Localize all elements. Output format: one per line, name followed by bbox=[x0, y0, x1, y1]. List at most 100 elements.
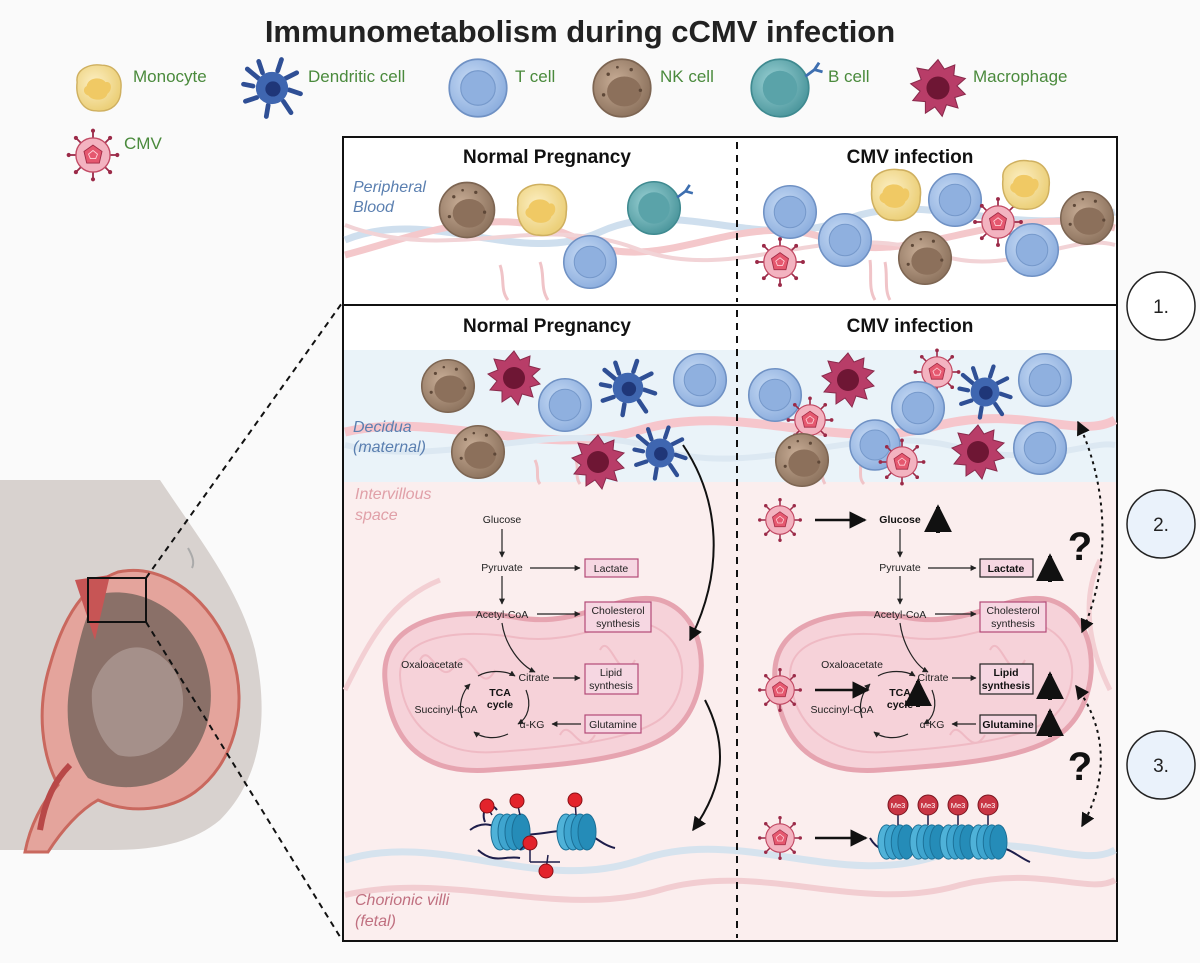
cmv-cholesterol-label-line1: Cholesterol bbox=[986, 605, 1039, 617]
cmv-acetyl-coa-label: Acetyl-CoA bbox=[874, 609, 927, 621]
legend-monocyte-icon bbox=[76, 64, 122, 112]
t-cell bbox=[762, 184, 818, 240]
cmv-tca-label-line2: cycle bbox=[887, 699, 913, 711]
cmv-virion bbox=[757, 667, 803, 713]
question-mark-2: ? bbox=[1068, 745, 1092, 789]
tca-label-line2: cycle bbox=[487, 699, 513, 711]
lipid-label-line2: synthesis bbox=[589, 680, 633, 692]
cmv-cholesterol-label-line2: synthesis bbox=[991, 618, 1035, 630]
lactate-box bbox=[584, 558, 639, 578]
lipid-synthesis-box bbox=[584, 663, 639, 695]
t-cell bbox=[747, 367, 803, 423]
legend-dendritic-cell-label: Dendritic cell bbox=[308, 67, 405, 86]
nk-cell bbox=[438, 181, 496, 239]
legend-b-cell-icon bbox=[749, 57, 824, 119]
step-2: 2. bbox=[1126, 489, 1196, 559]
monocyte bbox=[870, 168, 922, 222]
zoom-box bbox=[87, 577, 147, 623]
chromatin-normal bbox=[469, 792, 616, 879]
cmv-virion bbox=[877, 437, 927, 487]
legend-macrophage-icon bbox=[910, 59, 966, 117]
svg-text:Me3: Me3 bbox=[921, 801, 936, 810]
nk-cell bbox=[1059, 190, 1115, 246]
legend-cmv-label: CMV bbox=[124, 134, 162, 153]
histone-mark-me3: Me3 bbox=[917, 794, 939, 816]
legend-cmv-icon bbox=[65, 127, 121, 183]
legend-monocyte-label: Monocyte bbox=[133, 67, 207, 86]
cmv-virion bbox=[757, 497, 803, 543]
citrate-label: Citrate bbox=[519, 672, 550, 684]
top-normal-pregnancy-heading: Normal Pregnancy bbox=[463, 147, 631, 168]
histone-mark-me3: Me3 bbox=[977, 794, 999, 816]
mitochondrion-normal bbox=[382, 595, 704, 773]
placenta-panel: Normal Pregnancy CMV infection Decidua (… bbox=[342, 304, 1118, 942]
svg-text:Me3: Me3 bbox=[951, 801, 966, 810]
peripheral-blood-label-line2: Blood bbox=[353, 199, 395, 216]
cmv-glucose-label: Glucose bbox=[879, 514, 921, 526]
normal-metabolic-pathway: Glucose Pyruvate Lactate Acetyl-CoA Chol… bbox=[401, 514, 652, 739]
t-cell bbox=[1012, 420, 1068, 476]
t-cell bbox=[1017, 352, 1073, 408]
cholesterol-synthesis-box bbox=[584, 601, 652, 633]
nk-cell bbox=[450, 424, 506, 480]
histone-mark-me3: Me3 bbox=[947, 794, 969, 816]
cmv-lactate-box bbox=[979, 558, 1034, 578]
glutamine-label: Glutamine bbox=[589, 719, 637, 731]
intervillous-label-line2: space bbox=[355, 507, 398, 524]
step-1-label: 1. bbox=[1153, 297, 1169, 318]
histone-mark-me3: Me3 bbox=[887, 794, 909, 816]
succinyl-coa-label: Succinyl-CoA bbox=[414, 704, 477, 716]
cmv-virion bbox=[757, 815, 803, 861]
legend-macrophage-label: Macrophage bbox=[973, 67, 1068, 86]
intervillous-label-line1: Intervillous bbox=[355, 486, 431, 503]
pyruvate-label: Pyruvate bbox=[481, 562, 523, 574]
chorionic-villi-label-line2: (fetal) bbox=[355, 913, 396, 930]
svg-text:Me3: Me3 bbox=[891, 801, 906, 810]
cmv-metabolic-pathway: Glucose Pyruvate Lactate Acetyl-CoA Chol… bbox=[757, 497, 1064, 739]
nk-cell bbox=[420, 358, 476, 414]
step-1: 1. bbox=[1126, 271, 1196, 341]
t-cell bbox=[562, 234, 618, 290]
legend-dendritic-cell-icon bbox=[244, 60, 301, 117]
cmv-citrate-label: Citrate bbox=[918, 672, 949, 684]
chorionic-villi-label-line1: Chorionic villi bbox=[355, 892, 450, 909]
cmv-glutamine-label: Glutamine bbox=[982, 719, 1034, 731]
nucleosome bbox=[877, 824, 916, 860]
decidua-label-line1: Decidua bbox=[353, 419, 412, 436]
pregnant-silhouette bbox=[0, 302, 343, 941]
cmv-succinyl-coa-label: Succinyl-CoA bbox=[810, 704, 873, 716]
legend-nk-cell-label: NK cell bbox=[660, 67, 714, 86]
cmv-virion bbox=[754, 236, 806, 288]
nucleosome bbox=[556, 813, 597, 851]
cholesterol-label-line1: Cholesterol bbox=[591, 605, 644, 617]
cmv-infection-heading: CMV infection bbox=[847, 316, 974, 337]
nk-cell bbox=[774, 432, 830, 488]
oxaloacetate-label: Oxaloacetate bbox=[401, 659, 463, 671]
peripheral-blood-panel: Normal Pregnancy CMV infection Periphera… bbox=[342, 136, 1118, 306]
chromatin-cmv: Me3 Me3 Me3 Me3 bbox=[757, 794, 1031, 863]
top-cmv-infection-heading: CMV infection bbox=[847, 147, 974, 168]
cmv-tca-label-line1: TCA bbox=[889, 687, 911, 699]
t-cell bbox=[817, 212, 873, 268]
nk-cell bbox=[897, 230, 953, 286]
figure-title: Immunometabolism during cCMV infection bbox=[265, 14, 895, 49]
cmv-cholesterol-synthesis-box bbox=[979, 601, 1047, 633]
tca-label-line1: TCA bbox=[489, 687, 511, 699]
glucose-label: Glucose bbox=[483, 514, 522, 526]
step-3-label: 3. bbox=[1153, 756, 1169, 777]
question-mark-1: ? bbox=[1068, 525, 1092, 569]
t-cell bbox=[927, 172, 983, 228]
cmv-lipid-synthesis-box bbox=[979, 663, 1034, 695]
legend-t-cell-icon bbox=[448, 58, 508, 118]
nucleosome bbox=[969, 824, 1008, 860]
step-3: 3. bbox=[1126, 730, 1196, 800]
cmv-lipid-label-line1: Lipid bbox=[993, 667, 1018, 679]
alpha-kg-label: α-KG bbox=[520, 719, 545, 731]
lipid-label-line1: Lipid bbox=[600, 667, 622, 679]
acetyl-coa-label: Acetyl-CoA bbox=[476, 609, 529, 621]
cmv-pyruvate-label: Pyruvate bbox=[879, 562, 921, 574]
peripheral-blood-label-line1: Peripheral bbox=[353, 179, 426, 196]
t-cell bbox=[1004, 222, 1060, 278]
legend-t-cell-label: T cell bbox=[515, 67, 555, 86]
